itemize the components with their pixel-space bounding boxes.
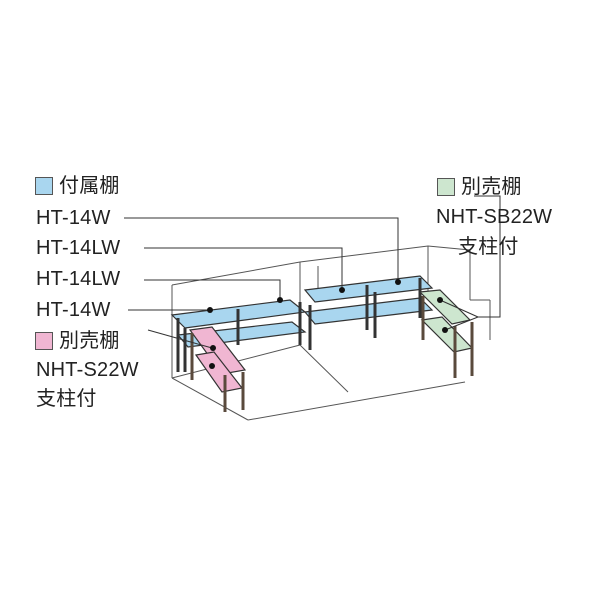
legend-pink-shelf: 別売棚	[35, 330, 120, 352]
dot-pink-lower	[209, 363, 215, 369]
green-swatch	[437, 178, 455, 196]
legend-included-title: 付属棚	[59, 175, 120, 197]
legend-green-suffix: 支柱付	[458, 236, 519, 258]
legend-green-title: 別売棚	[461, 176, 522, 198]
pink-shelf-unit	[188, 326, 247, 412]
dot-ht-14w-low	[207, 307, 213, 313]
shelf-label-2: HT-14LW	[36, 237, 121, 259]
legend-green-code: NHT-SB22W	[436, 206, 553, 228]
legend-pink-suffix: 支柱付	[36, 388, 97, 410]
blue-swatch	[35, 177, 53, 195]
dot-ht-14w-top	[395, 279, 401, 285]
shelf-legs	[176, 278, 422, 372]
dot-pink-upper	[210, 345, 216, 351]
pink-swatch	[35, 332, 53, 350]
leader-lines	[124, 195, 501, 349]
legend-pink-title: 別売棚	[59, 330, 120, 352]
leader-dots	[207, 279, 448, 369]
legend-included-shelf: 付属棚	[35, 175, 120, 197]
shelf-label-1: HT-14W	[36, 207, 111, 229]
dot-green-lower	[442, 327, 448, 333]
legend-pink-code: NHT-S22W	[36, 359, 139, 381]
green-shelf-unit	[418, 289, 474, 378]
legend-green-shelf: 別売棚	[437, 176, 522, 198]
dot-green-upper	[437, 297, 443, 303]
shelf-label-4: HT-14W	[36, 299, 111, 321]
dot-ht-14lw-top	[339, 287, 345, 293]
shelf-label-3: HT-14LW	[36, 268, 121, 290]
dot-ht-14lw-mid	[277, 297, 283, 303]
